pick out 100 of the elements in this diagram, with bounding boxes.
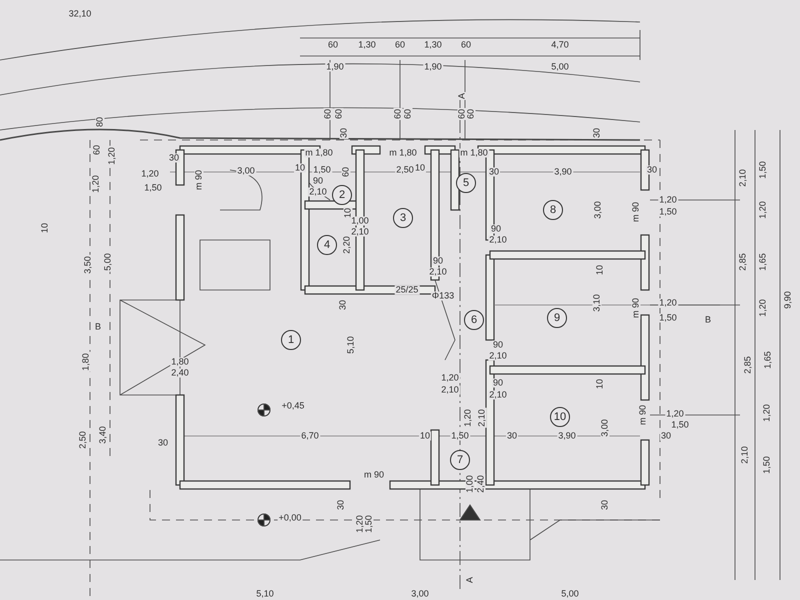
dimension-label: 1,20 [658,196,678,204]
dimension-label: 25/25 [394,286,420,294]
dimension-label: 1,20 [758,298,768,318]
dimension-label: 30 [592,127,602,139]
dimension-label: 2,40 [476,474,486,494]
dimension-label: 60 [92,144,102,156]
dimension-label: 2,10 [308,188,328,196]
dimension-label: 2,10 [350,228,370,236]
dimension-label: 1,20 [464,408,472,428]
dimension-label: 60 [404,108,412,120]
dimension-label: 3,10 [592,293,602,313]
dimension-label: 1,50 [762,455,772,475]
dimension-label: 10 [596,264,604,276]
dimension-label: 30 [646,166,658,174]
dimension-label: 30 [340,127,348,139]
dimension-label: B [704,316,712,324]
dimension-label: 2,10 [738,168,748,188]
dimension-label: 1,20 [665,410,685,418]
dimension-label: 5,00 [104,252,112,272]
dimension-label: A [458,92,466,100]
dimension-label: 10 [596,378,604,390]
dimension-label: 90 [492,378,504,388]
dimension-label: 2,10 [428,268,448,276]
dimension-label: B [94,322,102,332]
dimension-label: 5,10 [346,335,356,355]
dimension-label: 1,20 [356,514,364,534]
dimension-label: 30 [506,432,518,440]
dimension-label: 1,30 [423,40,443,50]
dimension-label: 1,50 [670,420,690,430]
dimension-label: 60 [327,40,339,50]
dimension-label: 30 [338,299,348,311]
dimension-label: m 90 [632,201,640,223]
dimension-label: m 1,80 [304,148,334,158]
dimension-label: 90 [492,340,504,350]
dimension-label: 60 [342,166,350,178]
dimension-label: 1,50 [450,432,470,440]
dimension-label: 30 [488,168,500,176]
dimension-label: 3,00 [410,590,430,598]
dimension-label: 1,65 [758,252,768,272]
dimension-label: 60 [460,40,472,50]
dimension-label: 60 [324,108,332,120]
dimension-label: 3,90 [553,168,573,176]
dimension-label: 30 [660,432,672,440]
dimension-label: 3,00 [594,200,602,220]
dimension-label: 6,70 [300,432,320,440]
dimension-label: 3,00 [600,418,610,438]
dimension-label: 3,90 [557,432,577,440]
dimension-label: 32,10 [68,10,92,18]
dimension-label: 90 [432,256,444,266]
dimension-label: 2,50 [395,166,415,174]
dimension-label: 60 [466,108,476,120]
dimension-label: 60 [334,108,344,120]
dimension-label: 1,20 [92,174,100,194]
dimension-label: 1,50 [658,208,678,216]
dimension-label: 2,50 [78,430,88,450]
dimension-label: 2,40 [170,368,190,378]
dimension-label: 3,00 [236,166,256,176]
dimension-label: 3,50 [84,255,92,275]
dimension-label: 1,90 [423,62,443,72]
dimension-label: 5,00 [560,590,580,598]
dimension-label: 1,90 [325,62,345,72]
dimension-label: 80 [96,116,104,128]
dimension-label: 9,90 [784,290,792,310]
dimension-label: 1,50 [758,160,768,180]
dimension-label: 1,00 [466,474,474,494]
dimension-label: 10 [419,432,431,440]
dimension-label: 1,30 [357,40,377,50]
dimension-label: m 90 [363,470,385,480]
dimension-label: 2,10 [440,386,460,394]
dimension-label: 1,80 [170,358,190,366]
dimension-label: 1,20 [440,374,460,382]
dimension-label: 90 [490,224,502,234]
dimension-label: m 1,80 [459,148,489,158]
dimension-label: 2,10 [478,408,486,428]
dimension-label: 5,00 [550,62,570,72]
dimension-label: Φ133 [430,292,456,300]
dimension-label: 2,85 [744,355,752,375]
dimension-label: 3,40 [98,425,108,445]
dimension-label: A [466,576,474,584]
dimension-label: 1,50 [658,314,678,322]
dimension-label: 1,50 [364,514,374,534]
dimension-label: m 90 [632,297,640,319]
dimension-label: 2,10 [488,352,508,360]
dimension-label: 10 [40,222,50,234]
dimension-label: 1,65 [764,350,772,370]
dimension-label: 30 [157,438,169,448]
dimension-label: 2,85 [738,252,748,272]
dimension-label: 30 [600,499,610,511]
dimension-label: 1,00 [350,216,370,226]
dimension-label: 30 [168,154,180,162]
dimension-label: 2,10 [488,390,508,400]
dimension-label: 1,50 [143,184,163,192]
dimension-label: 1,20 [658,298,678,308]
dimension-label: 5,10 [255,590,275,598]
dimension-label: +0,00 [278,514,302,522]
dimension-label: 2,10 [740,445,750,465]
dimension-label: 30 [336,499,346,511]
dimension-label: m 90 [638,404,648,426]
dimension-label: m 90 [194,169,204,191]
dimension-label: 1,80 [82,352,90,372]
